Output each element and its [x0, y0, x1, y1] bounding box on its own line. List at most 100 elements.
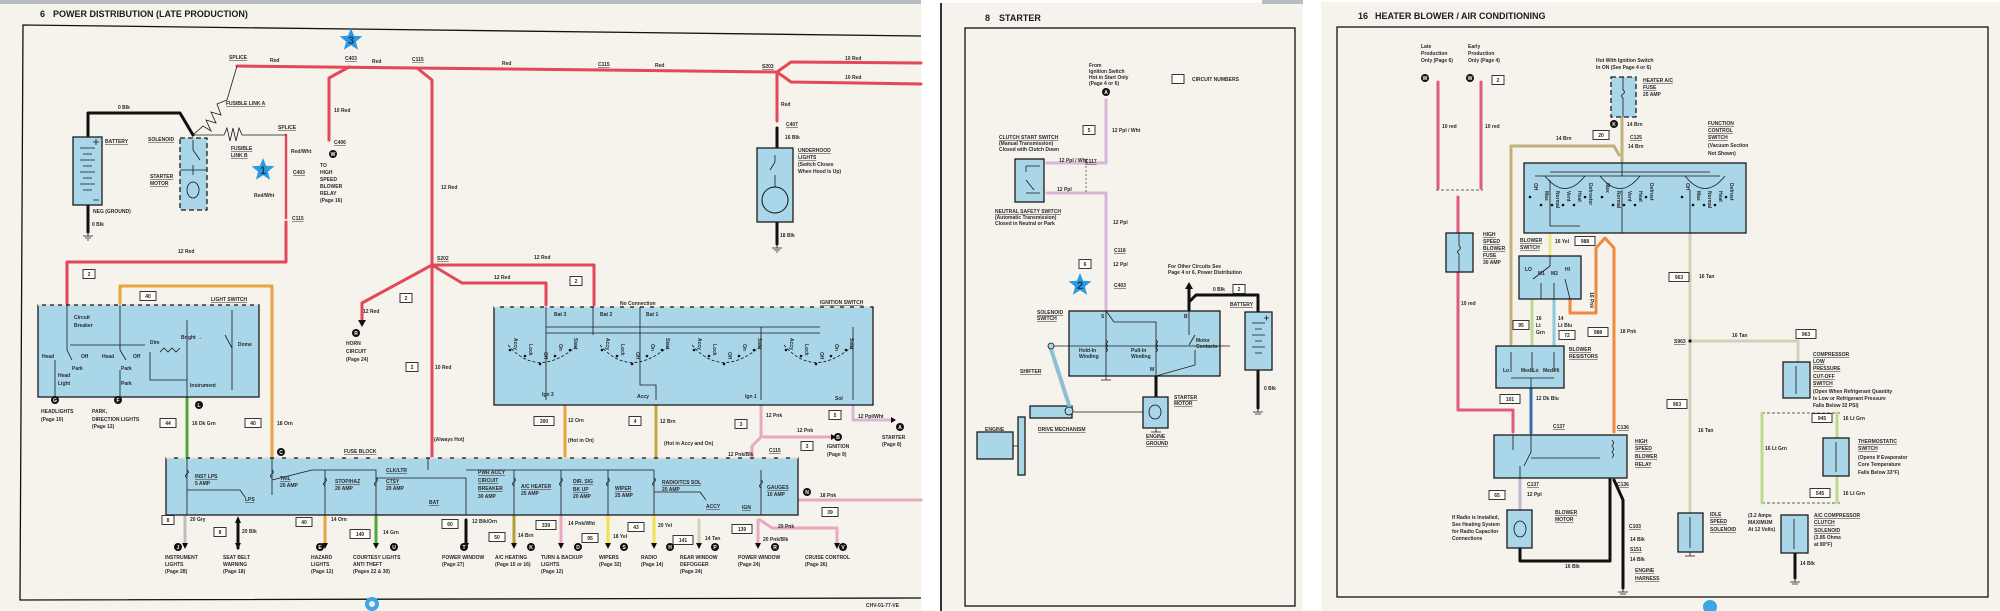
diagram-label: ENGINE [1635, 568, 1655, 574]
wire-12-ppl-wht [1045, 98, 1108, 165]
flywheel-gear [1017, 416, 1026, 476]
circuit-number-frame [1499, 394, 1521, 404]
diagram-label: ENGINE [1146, 434, 1166, 440]
circle-marker-icon [460, 543, 468, 551]
function-position-label: Heat [1637, 191, 1643, 202]
diagram-label: 10 Red [845, 56, 861, 62]
circuit-number-frame [533, 416, 555, 426]
diagram-label: Ign 1 [745, 394, 757, 400]
circuit-number-box: 2 [1491, 75, 1505, 85]
ignition-position-label: Off [542, 352, 548, 360]
circuit-number-box: 141 [672, 535, 694, 545]
diagram-label: BATTERY [105, 139, 129, 145]
diagram-label: 20 AMP [573, 494, 592, 500]
connector-letter: W [1466, 74, 1474, 82]
diagram-label: Winding [1079, 354, 1099, 360]
diagram-label: HIGH [320, 170, 333, 176]
circuit-number: 5 [1088, 128, 1091, 134]
contact-dot [752, 348, 756, 352]
diagram-label: 16 Blk [1565, 564, 1580, 570]
diagram-label: Connections [1452, 536, 1482, 542]
circuit-number-box: 139 [731, 524, 753, 534]
fuse-icon [1621, 77, 1625, 117]
circuit-number-box: 2 [399, 293, 413, 303]
ignition-position-label: Lock [527, 344, 533, 356]
circuit-number: 2 [88, 272, 91, 278]
ignition-position-label: Off [818, 352, 824, 360]
function-position-label: Off [1684, 183, 1690, 191]
diagram-label: DRIVE MECHANISM [1038, 427, 1086, 433]
circuit-number-box: 5 [828, 410, 842, 420]
diagram-label: 16 [1536, 316, 1542, 322]
contact-dot [737, 354, 741, 358]
shifter-pivot [1047, 342, 1055, 350]
diagram-label: SPEED [1635, 446, 1652, 452]
connector-letter: C [277, 448, 285, 456]
callout-stars: 312 [251, 28, 1092, 295]
output-label: (Page 14) [641, 562, 664, 568]
output-label: TURN & BACKUP [541, 555, 583, 561]
output-label: (Page 24) [738, 562, 761, 568]
circuit-number-frame [213, 527, 227, 537]
diagram-label: 12 Ppl [1113, 220, 1128, 226]
diagram-label: 16 Tan [1698, 428, 1713, 434]
diagram-label: C403 [345, 56, 357, 62]
diagram-label: 18 Pnk [820, 493, 836, 499]
page-title: STARTER [999, 13, 1041, 23]
component-internals [1689, 366, 1837, 549]
connector-letter-text: N [805, 490, 809, 496]
diagram-label: 12 Ppl [1057, 187, 1072, 193]
diagram-label: 16 Lt Grn [1843, 416, 1865, 422]
diagram-label: INST LPS [195, 474, 218, 480]
diagram-label: 16 Lt Grn [1843, 491, 1865, 497]
diagram-label: BLOWER [1520, 238, 1543, 244]
circuit-number: 20 [1598, 133, 1604, 139]
circle-marker-icon [896, 423, 904, 431]
connector-letter-text: S [622, 545, 626, 551]
circuit-number-frame [628, 416, 642, 426]
diagram-label: 16 Dk Grn [192, 421, 216, 427]
contact-dot [553, 354, 557, 358]
connector-letter: L [195, 401, 203, 409]
diagram-label: LOW [1813, 359, 1825, 365]
fuse-block [165, 457, 799, 516]
idle-speed-solenoid [1677, 512, 1704, 553]
star-number: 2 [1077, 280, 1083, 292]
diagram-label: Circuit [74, 315, 90, 321]
ignition-position-label: Accy [696, 338, 702, 350]
diagram-label: Bat 2 [600, 312, 612, 318]
diagram-label: CLUTCH [1814, 520, 1835, 526]
diagram-label: (3.2 Amps [1748, 513, 1772, 519]
diagram-label: 12 Dk Blu [1536, 396, 1559, 402]
circuit-number-box: 4 [628, 416, 642, 426]
circuit-number-frame [1795, 329, 1817, 339]
diagram-label: S963 [1674, 339, 1686, 345]
contact-dot [660, 348, 664, 352]
connector-letter-text: A [898, 425, 902, 431]
circuit-number-frame [627, 522, 645, 532]
contact-dot [1680, 195, 1684, 199]
contact-dot [1572, 203, 1576, 207]
circle-marker-icon [666, 543, 674, 551]
circle-marker-icon [839, 543, 847, 551]
diagram-label: BLOWER [1569, 347, 1592, 353]
circuit-number-frame [828, 410, 842, 420]
circle-marker-icon [620, 543, 628, 551]
output-label: POWER WINDOW [738, 555, 780, 561]
connector-letter: E [316, 543, 324, 551]
diagram-label: 12 Pnk/Blk [728, 452, 754, 458]
circuit-number-box: 963 [1795, 329, 1817, 339]
circuit-number-box: 963 [1666, 399, 1688, 409]
star-number: 3 [348, 35, 354, 47]
diagram-label: Only (Page 4) [1468, 58, 1500, 64]
diagram-label: SWITCH [1858, 446, 1878, 452]
diagram-label: MAXIMUM [1748, 520, 1772, 526]
circuit-number-box: 2 [1232, 284, 1246, 294]
diagram-label: HARNESS [1635, 576, 1660, 582]
diagram-label: RELAY [1635, 462, 1652, 468]
diagram-label: 20 AMP [335, 486, 354, 492]
contact-dot [1583, 195, 1587, 199]
